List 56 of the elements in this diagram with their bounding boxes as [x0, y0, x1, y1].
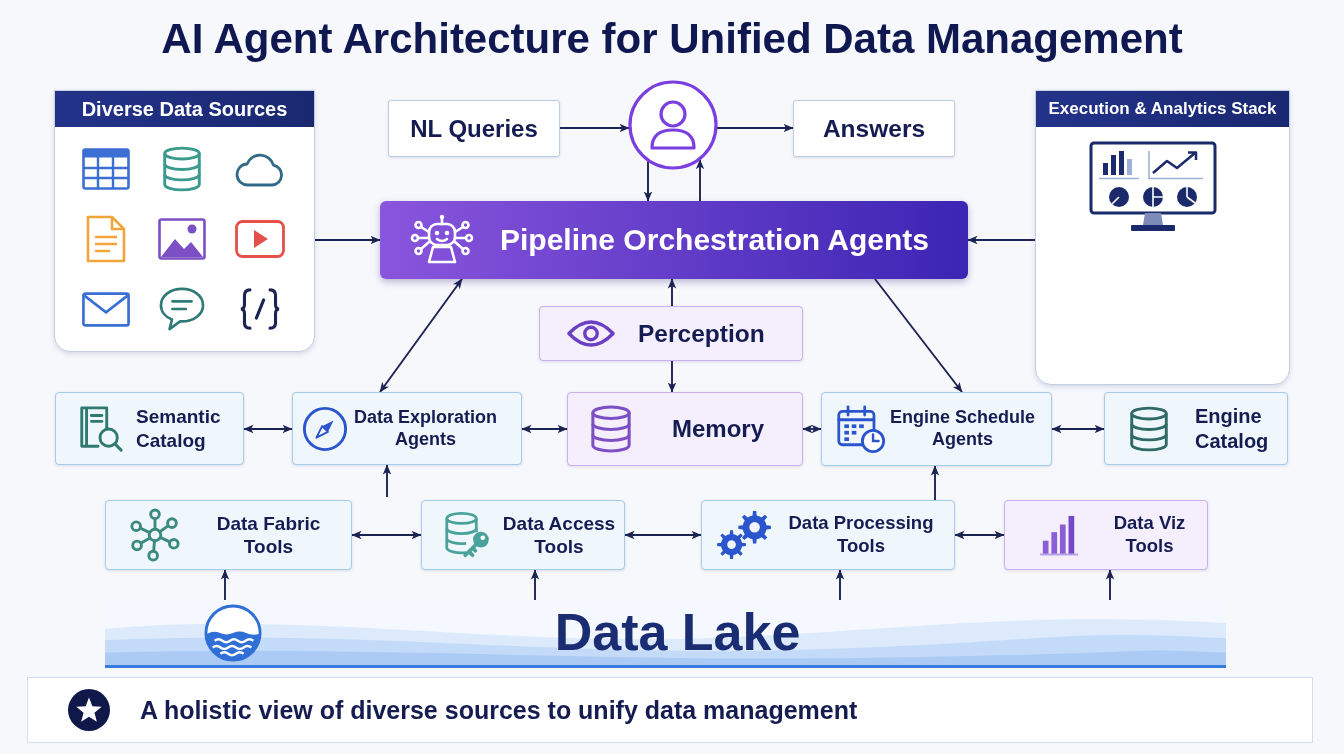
catalog-box	[55, 392, 244, 465]
node-label: Pipeline Orchestration Agents	[500, 221, 929, 258]
arrow	[530, 569, 540, 601]
double-arrow	[954, 530, 1005, 540]
input-box	[388, 100, 560, 157]
node-label: Data Lake	[554, 601, 801, 663]
person-icon	[628, 80, 718, 170]
memory-box	[567, 392, 803, 466]
agent-box	[821, 392, 1052, 466]
arrow	[667, 360, 677, 393]
arrow	[314, 235, 381, 245]
node-label: Data Access Tools	[502, 511, 616, 559]
stack-panel	[1035, 90, 1290, 385]
double-arrow	[351, 530, 422, 540]
source-panel	[54, 90, 315, 352]
double-arrow	[243, 424, 293, 434]
tool-box	[105, 500, 352, 570]
node-label: Engine Schedule Agents	[889, 407, 1036, 451]
double-arrow	[379, 278, 463, 393]
double-arrow	[1051, 424, 1105, 434]
node-label: Data Processing Tools	[788, 512, 934, 558]
tool-box	[1004, 500, 1208, 570]
arrow	[967, 235, 1036, 245]
node-label: Data Viz Tools	[1113, 512, 1186, 558]
agent-box	[292, 392, 522, 465]
panel-heading: Execution & Analytics Stack	[1036, 91, 1289, 127]
arrow	[667, 278, 677, 307]
node-label: NL Queries	[410, 113, 538, 144]
arrow	[930, 465, 940, 501]
arrow	[874, 278, 963, 393]
arrow	[643, 160, 653, 202]
catalog-box	[1104, 392, 1288, 465]
arrow	[835, 569, 845, 601]
node-label: Data Fabric Tools	[216, 511, 321, 559]
node-label: A holistic view of diverse sources to unify data management	[140, 694, 858, 726]
arrow	[220, 569, 230, 601]
arrow	[382, 464, 392, 498]
arrow	[1105, 569, 1115, 601]
node-label: Memory	[672, 414, 765, 444]
node-label: Answers	[822, 113, 926, 144]
node-label: Perception	[638, 318, 765, 349]
arrow	[695, 158, 705, 202]
panel-heading: Diverse Data Sources	[55, 91, 314, 127]
node-label: Data Exploration Agents	[353, 406, 498, 451]
double-arrow	[802, 424, 822, 434]
diagram-title: AI Agent Architecture for Unified Data Management	[161, 15, 1183, 63]
tool-box	[701, 500, 955, 570]
output-box	[793, 100, 955, 157]
double-arrow	[624, 530, 702, 540]
tool-box	[421, 500, 625, 570]
orchestration-banner	[380, 201, 968, 279]
perception-box	[539, 306, 803, 361]
double-arrow	[521, 424, 568, 434]
summary-banner	[27, 677, 1313, 743]
node-label: Engine Catalog	[1195, 404, 1270, 453]
node-label: Semantic Catalog	[136, 405, 222, 452]
